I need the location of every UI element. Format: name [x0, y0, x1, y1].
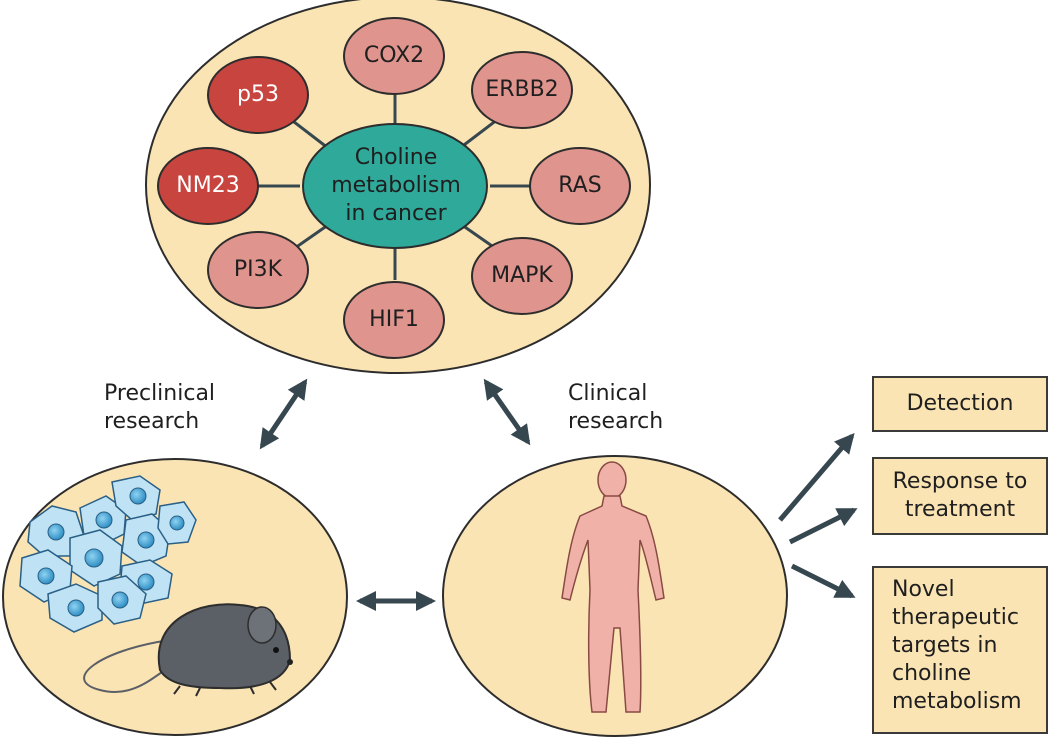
preclinical-line2: research: [104, 409, 200, 434]
cell-nuclei: [37, 487, 185, 617]
arrow-top-preclinical: [259, 378, 308, 450]
response-line2: treatment: [904, 497, 1016, 522]
novel-line5: metabolism: [892, 689, 1022, 714]
arrow-top-clinical: [483, 378, 531, 446]
node-mapk: [471, 237, 573, 315]
node-pi3k: [207, 231, 309, 309]
preclinical-research-label: Preclinical research: [104, 380, 215, 436]
novel-line3: targets in: [892, 633, 998, 658]
novel-targets-box: Novel therapeutic targets in choline met…: [872, 566, 1048, 734]
mouse-illustration: [83, 603, 293, 697]
clinical-research-label: Clinical research: [568, 380, 663, 436]
arrow-to-response: [788, 507, 858, 545]
center-ellipse: [302, 123, 488, 249]
arrow-to-novel-targets: [790, 563, 856, 599]
response-line1: Response to: [892, 469, 1028, 494]
human-figure-illustration: [561, 461, 665, 713]
arrow-to-detection: [778, 432, 855, 522]
node-nm23: [157, 147, 259, 225]
novel-line4: choline: [892, 661, 972, 686]
novel-line2: therapeutic: [892, 605, 1019, 630]
preclinical-line1: Preclinical: [104, 381, 216, 406]
node-ras: [529, 147, 631, 225]
node-p53: [207, 56, 309, 134]
detection-label: Detection: [906, 391, 1014, 416]
detection-box: Detection: [872, 376, 1048, 432]
novel-line1: Novel: [892, 577, 955, 602]
clinical-line2: research: [568, 409, 664, 434]
clinical-line1: Clinical: [568, 381, 648, 406]
response-to-treatment-box: Response to treatment: [872, 457, 1048, 535]
node-hif1: [343, 281, 445, 359]
node-erbb2: [471, 51, 573, 129]
node-cox2: [343, 17, 445, 95]
